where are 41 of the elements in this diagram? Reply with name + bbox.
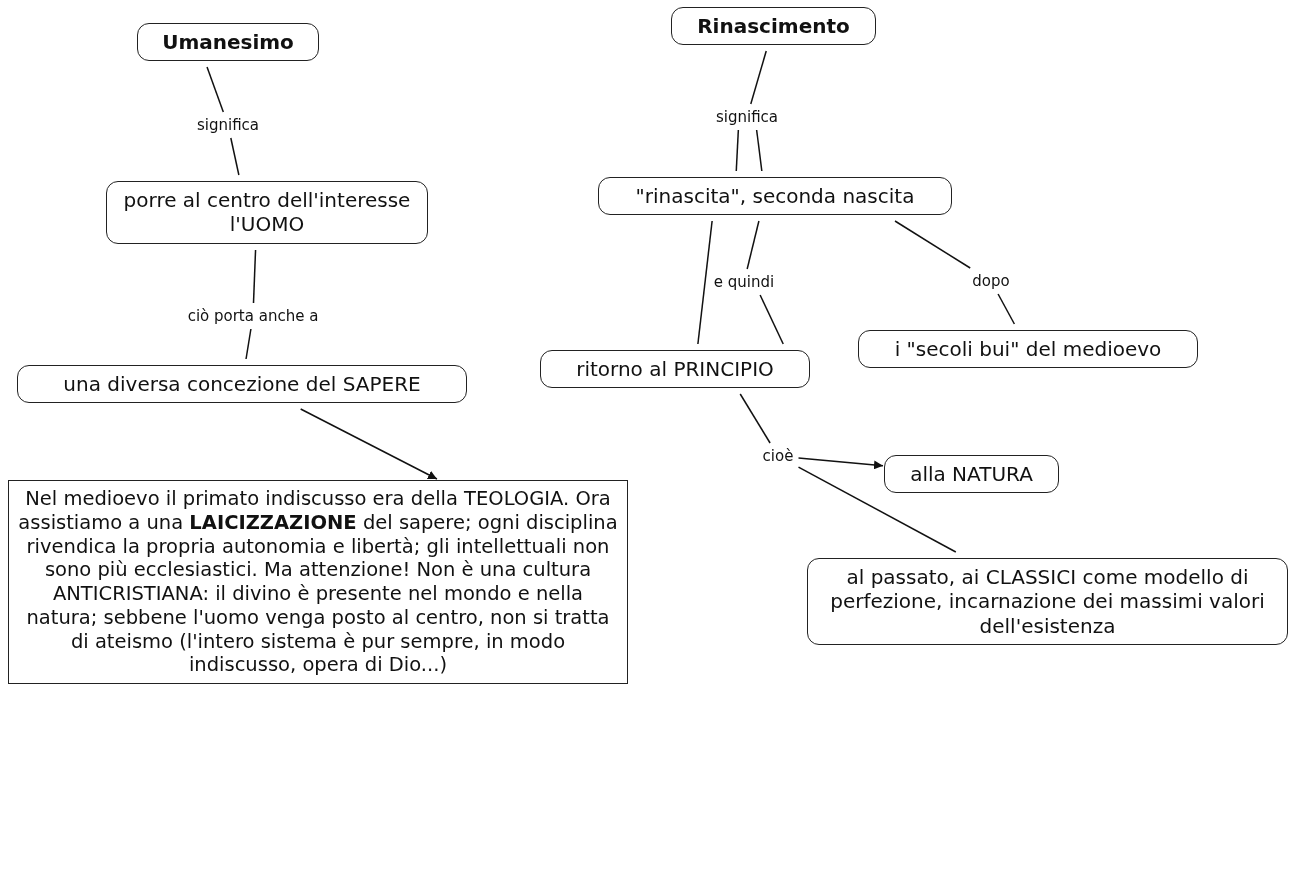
concept-box (106, 181, 428, 244)
concept-box (807, 558, 1288, 646)
connector-line (245, 328, 252, 360)
connector-line (746, 220, 760, 270)
concept-text: Rinascimento (697, 14, 850, 38)
linking-phrase: e quindi (713, 273, 775, 291)
connector-line (750, 50, 767, 105)
concept-text: Umanesimo (162, 30, 294, 54)
concept-box (884, 455, 1059, 494)
concept-box (137, 23, 319, 62)
connector-line (759, 294, 784, 345)
connector-line (252, 249, 257, 304)
arrow (299, 408, 438, 480)
connector-line (230, 137, 240, 176)
concept-text: i "secoli bui" del medioevo (894, 337, 1162, 361)
linking-phrase: significa (715, 108, 779, 126)
concept-box (858, 330, 1198, 369)
linking-phrase: ciò porta anche a (187, 307, 319, 325)
connector-line (755, 129, 763, 172)
connector-line (206, 66, 225, 113)
concept-text: Nel medioevo il primato indiscusso era della TEOLOGIA. Ora assistiamo a una LAICIZZAZIONE del sapere; ogni disciplina rivendica la propria autonomia e libertà; gli intellettuali non sono più ecclesiastici. Ma attenzione! Non è una cultura ANTICRISTIANA: il divino è presente nel mondo e nella natura; sebbene l'uomo venga posto al centro, non si tratta di ateismo (l'intero sistema è pur sempre, in modo indiscusso, opera di Dio...) (18, 487, 618, 677)
concept-box (598, 177, 952, 216)
connector-line (894, 220, 971, 269)
linking-phrase: significa (196, 116, 260, 134)
concept-text: una diversa concezione del SAPERE (63, 372, 421, 396)
arrow (797, 457, 884, 470)
concept-box (671, 7, 876, 46)
connector-line (697, 220, 713, 345)
linking-phrase: cioè (762, 447, 794, 465)
connector-line (997, 293, 1016, 325)
concept-box (540, 350, 810, 389)
connector-line (797, 466, 957, 553)
concept-text: porre al centro dell'interesse l'UOMO (123, 188, 411, 237)
concept-box (17, 365, 467, 404)
concept-text: alla NATURA (910, 462, 1033, 486)
concept-text: "rinascita", seconda nascita (635, 184, 915, 208)
concept-text: al passato, ai CLASSICI come modello di perfezione, incarnazione dei massimi valori dell'esistenza (830, 565, 1265, 638)
connector-line (735, 129, 740, 172)
linking-phrase: dopo (972, 272, 1010, 290)
connector-line (739, 393, 771, 444)
concept-text: ritorno al PRINCIPIO (576, 357, 774, 381)
